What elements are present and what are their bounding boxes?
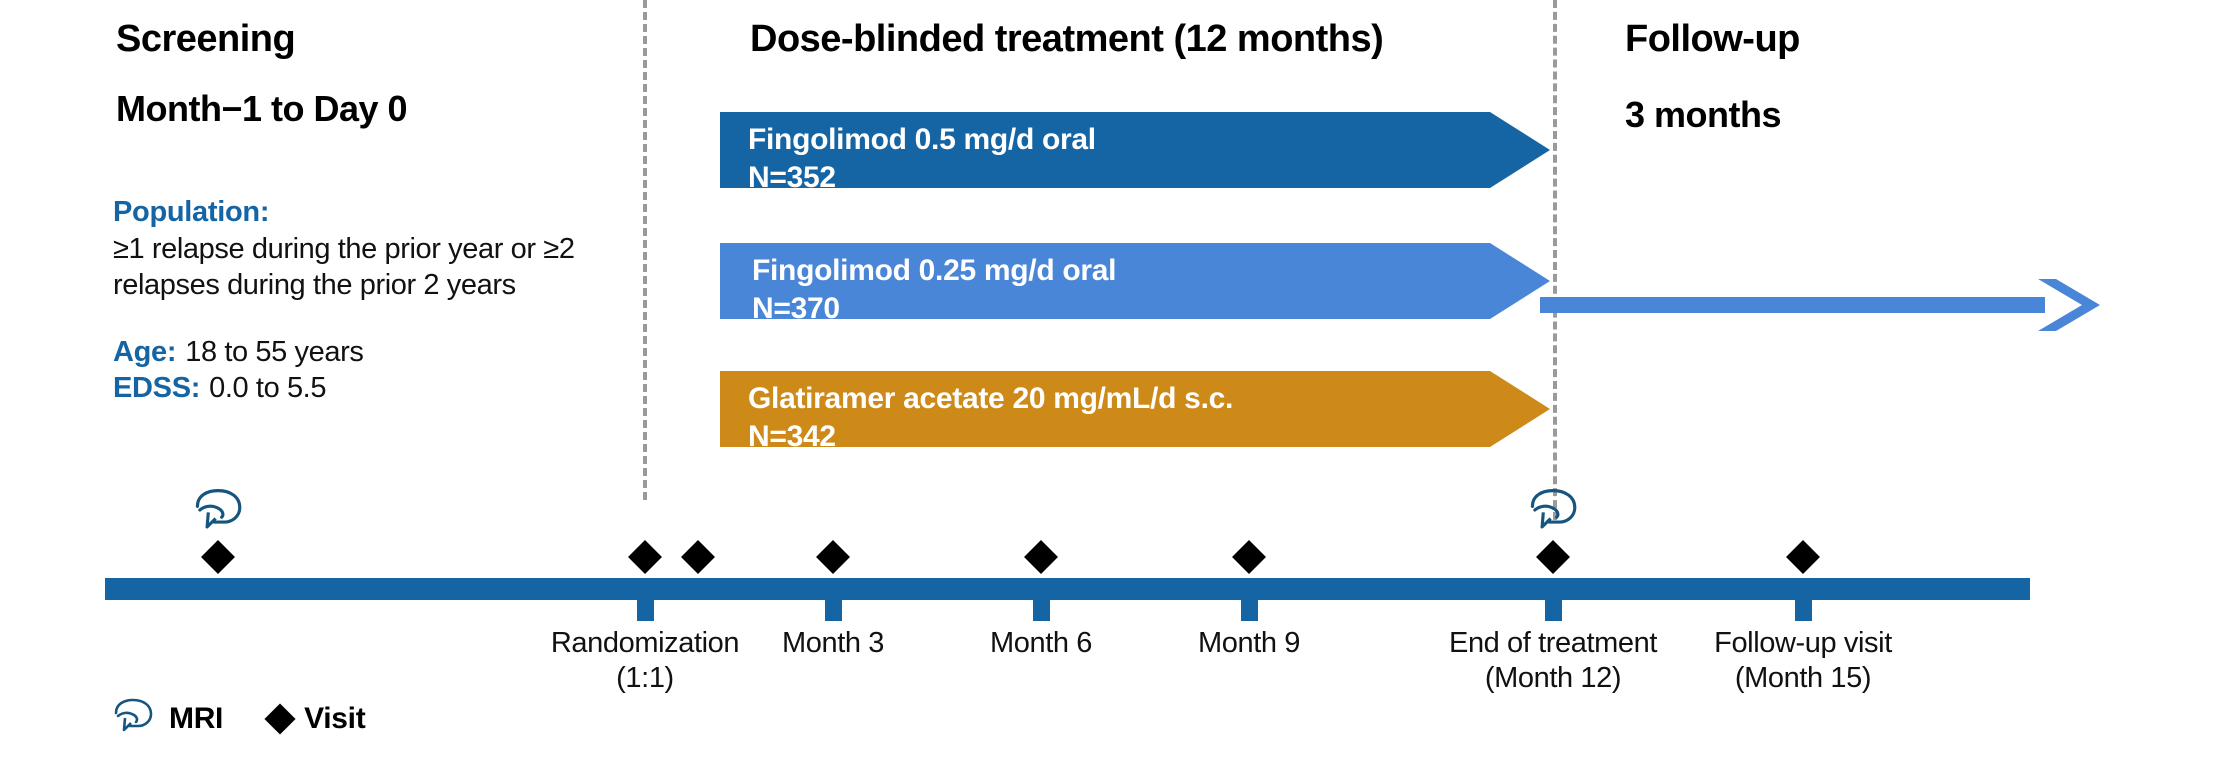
screening-phase-title: Screening: [116, 18, 296, 60]
long-arrow-right-icon: [1540, 279, 2100, 331]
arrow-shape-icon: [720, 112, 1550, 188]
timeline-tick: [1795, 600, 1812, 621]
brain-icon: [110, 697, 156, 740]
edss-value: 0.0 to 5.5: [209, 372, 327, 404]
phase-divider-end-of-treatment: [1553, 0, 1557, 520]
phase-divider-randomization: [643, 0, 647, 500]
timeline-label-line-1: End of treatment: [1449, 627, 1657, 659]
edss-criteria-row: EDSS: 0.0 to 5.5: [113, 372, 326, 405]
timeline-label-follow-up-visit: Follow-up visit(Month 15): [1714, 626, 1892, 697]
timeline-axis: [105, 578, 2030, 600]
timeline-label-month-9: Month 9: [1198, 626, 1300, 661]
legend: MRI Visit: [110, 697, 366, 740]
arrow-shape-icon: [720, 371, 1550, 447]
visit-diamond-marker: [816, 540, 850, 574]
age-value: 18 to 55 years: [185, 336, 364, 368]
legend-label-visit: Visit: [304, 701, 366, 735]
timeline-label-month-3: Month 3: [782, 626, 884, 661]
timeline-label-line-1: Follow-up visit: [1714, 627, 1892, 659]
treatment-arm-glatiramer-acetate: [720, 371, 1550, 447]
followup-continuation-arrow: [1540, 274, 2110, 341]
timeline-tick: [637, 600, 654, 621]
visit-diamond-marker: [1232, 540, 1266, 574]
timeline-label-line-2: (1:1): [616, 662, 674, 695]
diamond-icon: [264, 702, 296, 735]
treatment-arm-fingolimod-0-5: [720, 112, 1550, 188]
timeline-label-end-of-treatment: End of treatment(Month 12): [1449, 626, 1657, 697]
brain-icon: [189, 487, 247, 538]
visit-diamond-marker: [628, 540, 662, 574]
followup-phase-duration: 3 months: [1625, 94, 1782, 135]
timeline-label-line-1: Randomization: [550, 627, 740, 659]
age-criteria-row: Age: 18 to 55 years: [113, 336, 364, 369]
brain-icon: [1524, 487, 1582, 538]
timeline-tick: [1545, 600, 1562, 621]
arm-sample-size: N=342: [748, 420, 836, 454]
arm-sample-size: N=352: [748, 161, 836, 195]
visit-diamond-marker: [1786, 540, 1820, 574]
treatment-arm-glatiramer-acetate-label: Glatiramer acetate 20 mg/mL/d s.c. N=342: [748, 380, 1233, 456]
arrow-shape-icon: [720, 243, 1550, 319]
treatment-arm-fingolimod-0-5-label: Fingolimod 0.5 mg/d oral N=352: [748, 121, 1096, 197]
timeline-label-line-1: Month 6: [990, 627, 1092, 659]
treatment-arm-fingolimod-0-25-label: Fingolimod 0.25 mg/d oral N=370: [752, 252, 1117, 328]
timeline-tick: [825, 600, 842, 621]
arm-drug-name: Fingolimod 0.25 mg/d oral: [752, 254, 1117, 287]
legend-label-mri: MRI: [169, 701, 224, 735]
population-criteria-line-2: relapses during the prior 2 years: [113, 269, 516, 301]
arm-drug-name: Glatiramer acetate 20 mg/mL/d s.c.: [748, 382, 1234, 415]
age-label: Age:: [113, 336, 177, 368]
timeline-label-line-2: (Month 12): [1484, 662, 1622, 695]
screening-phase-duration: Month−1 to Day 0: [116, 88, 408, 129]
edss-label: EDSS:: [113, 372, 201, 404]
timeline-tick: [1241, 600, 1258, 621]
treatment-arm-fingolimod-0-25: [720, 243, 1550, 319]
population-label: Population:: [113, 196, 270, 228]
visit-diamond-marker: [1536, 540, 1570, 574]
population-criteria-line-1: ≥1 relapse during the prior year or ≥2: [113, 233, 575, 265]
timeline-label-line-1: Month 3: [782, 627, 884, 659]
visit-diamond-marker: [681, 540, 715, 574]
followup-phase-title: Follow-up: [1625, 18, 1800, 60]
timeline-label-month-6: Month 6: [990, 626, 1092, 661]
timeline-label-line-2: (Month 15): [1734, 662, 1872, 695]
legend-item-mri: MRI: [110, 697, 223, 740]
timeline-label-line-1: Month 9: [1198, 627, 1300, 659]
arm-drug-name: Fingolimod 0.5 mg/d oral: [748, 123, 1096, 156]
timeline-tick: [1033, 600, 1050, 621]
treatment-phase-title: Dose-blinded treatment (12 months): [750, 18, 1384, 60]
visit-diamond-marker: [201, 540, 235, 574]
legend-item-visit: Visit: [264, 701, 366, 736]
arm-sample-size: N=370: [752, 292, 840, 326]
visit-diamond-marker: [1024, 540, 1058, 574]
timeline-label-randomization: Randomization(1:1): [550, 626, 740, 697]
